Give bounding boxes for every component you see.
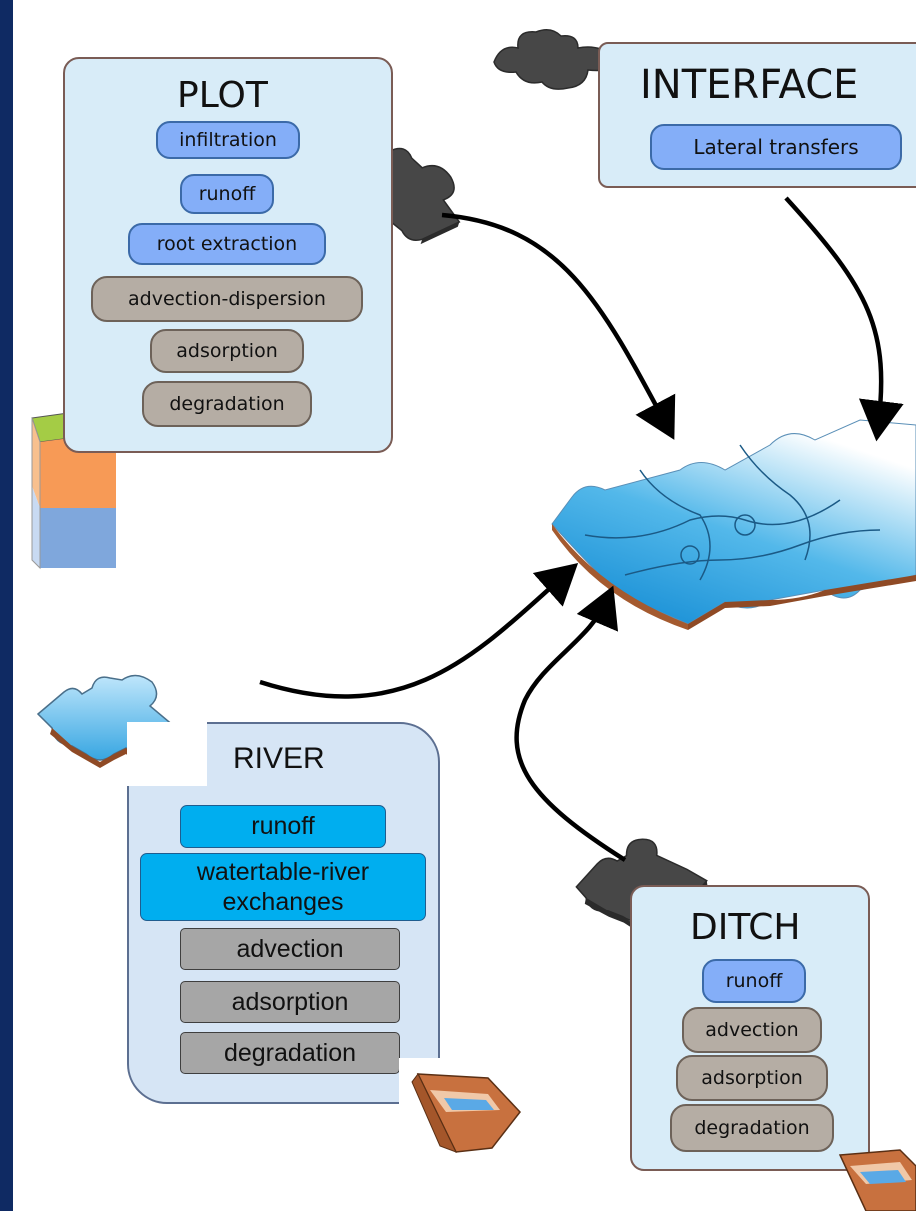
interface-process-lateral-transfers: Lateral transfers: [650, 124, 902, 170]
river-title-box: [127, 722, 207, 786]
river-process-degradation: degradation: [180, 1032, 400, 1074]
assembled-puzzle-icon: [551, 419, 916, 630]
river-module-panel: RIVER runoff watertable-river exchanges …: [127, 722, 444, 1108]
ditch-title: DITCH: [690, 907, 801, 948]
river-process-runoff: runoff: [180, 805, 386, 848]
river-to-model-arrow: [259, 563, 579, 699]
left-frame-bar: [0, 0, 13, 1211]
plot-process-adsorption: adsorption: [150, 329, 304, 373]
interface-title: INTERFACE: [640, 62, 859, 108]
plot-process-runoff: runoff: [180, 174, 274, 214]
interface-module-panel: INTERFACE Lateral transfers: [598, 42, 916, 188]
ditch-module-panel: DITCH runoff advection adsorption degrad…: [630, 885, 870, 1171]
river-title: RIVER: [233, 742, 325, 775]
plot-process-advection-dispersion: advection-dispersion: [91, 276, 363, 322]
ditch-process-adsorption: adsorption: [676, 1055, 828, 1101]
plot-process-root-extraction: root extraction: [128, 223, 326, 265]
interface-to-model-arrow: [784, 196, 904, 442]
river-process-advection: advection: [180, 928, 400, 970]
plot-title: PLOT: [177, 75, 268, 116]
ditch-to-model-arrow: [514, 585, 627, 862]
ditch-process-advection: advection: [682, 1007, 822, 1053]
ditch-process-degradation: degradation: [670, 1104, 834, 1152]
river-process-adsorption: adsorption: [180, 981, 400, 1023]
river-process-watertable-river-exchanges: watertable-river exchanges: [140, 853, 426, 921]
ditch-process-runoff: runoff: [702, 959, 806, 1003]
plot-process-infiltration: infiltration: [156, 121, 300, 159]
plot-to-model-arrow: [441, 212, 676, 440]
plot-process-degradation: degradation: [142, 381, 312, 427]
plot-module-panel: PLOT infiltration runoff root extraction…: [63, 57, 393, 453]
river-corner-mask: [399, 1058, 444, 1108]
